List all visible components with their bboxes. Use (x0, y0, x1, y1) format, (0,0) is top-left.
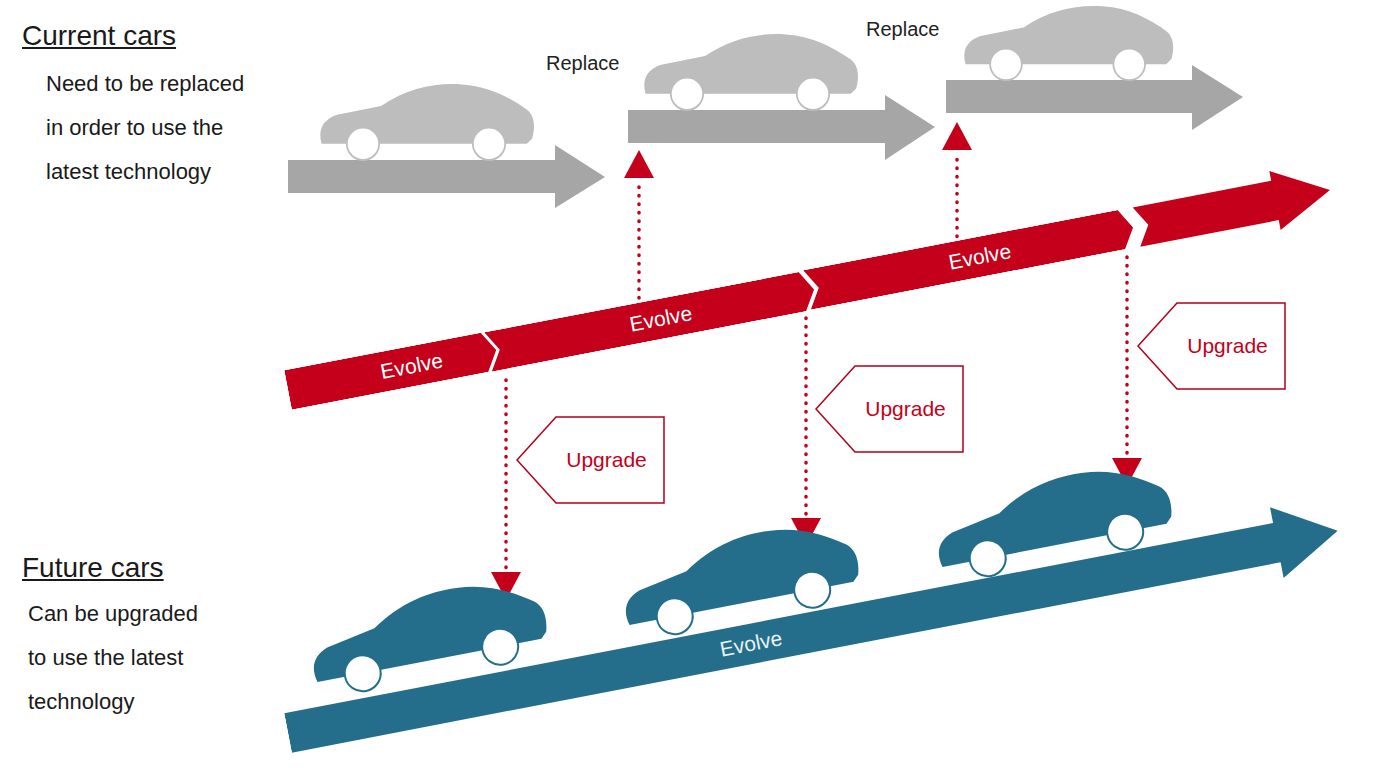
replace-arrow (942, 122, 972, 245)
upgrade-arrow (1112, 257, 1142, 486)
callout-label: Upgrade (566, 448, 647, 472)
section-text: Can be upgraded to use the latest techno… (28, 592, 213, 724)
section-heading: Future cars (22, 550, 164, 586)
gray-arrow (288, 145, 605, 208)
evolve-arrowhead (1131, 160, 1336, 256)
upgrade-arrow (791, 318, 821, 546)
band-label: Evolve (946, 239, 1012, 274)
replace-label: Replace (866, 16, 939, 42)
evolve-band-segment: Evolve (485, 269, 819, 371)
band-label: Evolve (628, 301, 694, 336)
current-car (964, 6, 1173, 80)
current-car (644, 34, 858, 110)
upgrade-callout: Upgrade (815, 365, 964, 453)
evolve-band-segment: Evolve (803, 208, 1137, 310)
replace-label: Replace (546, 50, 619, 76)
section-text: Need to be replaced in order to use the … (46, 62, 261, 194)
replace-arrow (624, 150, 654, 298)
upgrade-callout: Upgrade (516, 416, 665, 504)
upgrade-callout: Upgrade (1137, 302, 1286, 390)
current-car (320, 84, 534, 160)
upgrade-arrow (491, 380, 521, 600)
callout-label: Upgrade (865, 397, 946, 421)
evolve-band: Evolve (281, 496, 1344, 769)
band-label: Evolve (379, 349, 445, 384)
callout-label: Upgrade (1187, 334, 1268, 358)
band-label: Evolve (716, 618, 785, 669)
gray-arrow (946, 65, 1243, 130)
evolve-band-segment: Evolve (284, 330, 500, 409)
section-heading: Current cars (22, 18, 176, 54)
